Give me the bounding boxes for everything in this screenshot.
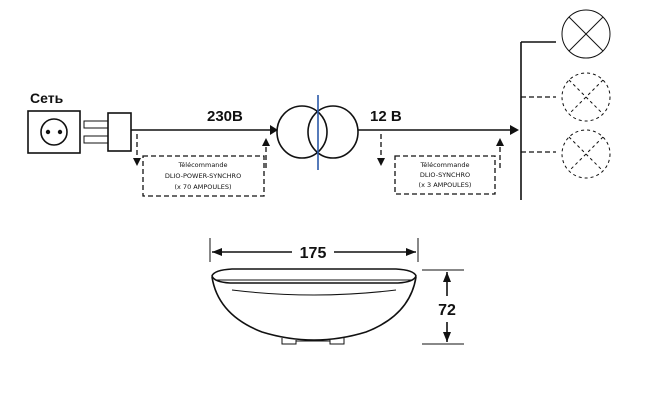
lamp-profile-icon xyxy=(211,268,417,345)
remote-left-line1: Télécommande xyxy=(177,161,227,169)
transformer-icon xyxy=(276,95,359,170)
wall-socket-icon xyxy=(27,110,81,154)
voltage-out-label: 12 В xyxy=(370,108,402,125)
remote-right-arrow-icon xyxy=(377,158,385,166)
plug-icon xyxy=(83,112,132,152)
arrow-230v-icon xyxy=(270,125,278,135)
remote-right-line2: DLIO-SYNCHRO xyxy=(420,171,470,179)
remote-right-line3: (x 3 AMPOULES) xyxy=(419,181,472,189)
remote-right-line1: Télécommande xyxy=(419,161,469,169)
voltage-in-label: 230В xyxy=(207,108,243,125)
lamp-3-icon xyxy=(561,129,611,179)
mains-label: Сеть xyxy=(30,90,64,106)
width-arrow-right-icon xyxy=(406,248,416,256)
remote-left-arrow-icon xyxy=(133,158,141,166)
height-arrow-top-icon xyxy=(443,272,451,282)
width-label: 175 xyxy=(300,245,327,262)
arrow-12v-icon xyxy=(510,125,519,135)
width-arrow-left-icon xyxy=(212,248,222,256)
remote-left-box xyxy=(142,155,265,197)
lamp-1-icon xyxy=(561,9,611,59)
lamp-2-icon xyxy=(561,72,611,122)
height-arrow-bottom-icon xyxy=(443,332,451,342)
remote-right-box xyxy=(394,155,496,195)
height-label: 72 xyxy=(438,302,456,319)
remote-left-line2: DLIO-POWER-SYNCHRO xyxy=(165,172,241,180)
remote-left-line3: (x 70 AMPOULES) xyxy=(174,183,231,191)
